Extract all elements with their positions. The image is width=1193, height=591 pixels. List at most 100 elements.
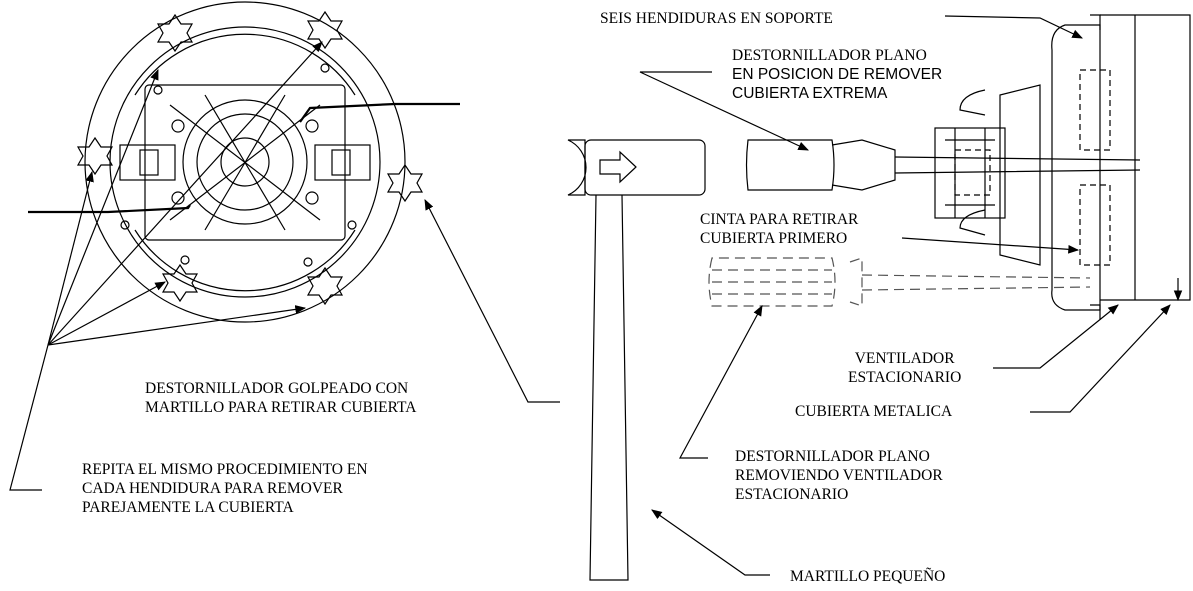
label-six-slots: SEIS HENDIDURAS EN SOPORTE [600, 9, 833, 28]
stationary-fan-hidden-bottom [1079, 184, 1111, 266]
screwdriver-shaft-bottom [861, 274, 1091, 291]
screwdriver-handle-top [745, 139, 835, 191]
label-screwdriver-struck-line1: DESTORNILLADOR GOLPEADO CON [145, 380, 409, 397]
brush-assembly [934, 127, 1006, 219]
screw-bottom-left [171, 191, 185, 205]
leader-small-hammer [651, 509, 770, 576]
screwdriver-handle-bottom [708, 257, 836, 307]
screwdriver-shaft-top [894, 156, 1141, 174]
hammer [567, 139, 706, 581]
hammer-head-round [567, 139, 587, 196]
commutator-ring [182, 99, 308, 225]
mount-hole-1 [153, 85, 163, 95]
label-small-hammer-text: MARTILLO PEQUEÑO [790, 568, 946, 585]
lead-wire-left [28, 204, 191, 214]
label-repeat-line2: CADA HENDIDURA PARA REMOVER [82, 480, 343, 497]
leader-stationary-fan [993, 304, 1119, 369]
ear-top [959, 89, 986, 116]
label-repeat-line3: PAREJAMENTE LA CUBIERTA [82, 499, 294, 516]
shaft-hole [220, 137, 270, 187]
motor-end-view [28, 1, 460, 323]
label-screwdriver-fan-line3: ESTACIONARIO [735, 486, 849, 503]
mount-hole-4 [347, 220, 357, 230]
label-stationary-fan: VENTILADOR ESTACIONARIO [848, 349, 961, 387]
label-flat-screwdriver-end-cover: DESTORNILLADOR PLANO EN POSICION DE REMO… [732, 46, 942, 103]
screwdriver-top [745, 139, 1141, 191]
label-tape-remove-cover: CINTA PARA RETIRAR CUBIERTA PRIMERO [700, 210, 858, 248]
label-flat-screwdriver-fan: DESTORNILLADOR PLANO REMOVIENDO VENTILAD… [735, 447, 943, 504]
end-cover-outer-circle [84, 1, 406, 323]
bracket-arc-bottom [134, 229, 356, 292]
label-flat-screwdriver-line2: EN POSICION DE REMOVER [732, 66, 943, 83]
hammer-head-body [584, 139, 706, 196]
label-stationary-fan-line2: ESTACIONARIO [848, 369, 962, 386]
label-flat-screwdriver-line1: DESTORNILLADOR PLANO [732, 47, 927, 64]
screw-top-left [171, 119, 185, 133]
label-flat-screwdriver-line3: CUBIERTA EXTREMA [732, 85, 888, 102]
mount-hole-5 [180, 255, 190, 265]
brush-holder-left [119, 144, 176, 181]
screw-top-right [305, 119, 319, 133]
motor-housing [1100, 14, 1191, 301]
leader-slot-5 [47, 281, 166, 346]
leader-struck-screwdriver [424, 199, 560, 403]
leader-six-slots [944, 15, 1083, 39]
label-six-slots-text: SEIS HENDIDURAS EN SOPORTE [600, 10, 833, 27]
label-screwdriver-struck-line2: MARTILLO PARA RETIRAR CUBIERTA [145, 399, 417, 416]
label-metal-cover: CUBIERTA METALICA [795, 402, 952, 421]
leader-metal-cover [1030, 304, 1171, 413]
stationary-fan-hidden-top [1079, 69, 1111, 151]
brush-holder-frame [144, 84, 346, 241]
motor-side-view [934, 14, 1191, 320]
brush-left [139, 149, 159, 176]
brush-right [331, 149, 351, 176]
mount-hole-2 [320, 63, 330, 73]
hammer-handle [589, 194, 629, 581]
slot-star-1 [156, 13, 194, 53]
winding-line-4 [169, 104, 321, 221]
lead-wire-right [299, 102, 460, 123]
brush-detail [945, 128, 995, 218]
label-screwdriver-struck: DESTORNILLADOR GOLPEADO CON MARTILLO PAR… [145, 379, 416, 417]
handle-grip-lines [712, 269, 832, 295]
leader-screwdriver-bottom [678, 305, 763, 459]
screw-bottom-right [305, 191, 319, 205]
slot-star-4 [386, 163, 424, 203]
screwdriver-ferrule-top [831, 139, 896, 191]
slot-star-5 [161, 263, 199, 303]
right-leaders [639, 15, 1183, 576]
label-tape-line2: CUBIERTA PRIMERO [700, 230, 848, 247]
cover-lip [1090, 14, 1101, 320]
hammer-arrow-mark [599, 150, 637, 184]
slot-star-3 [76, 136, 114, 176]
brush-holder-right [314, 144, 371, 181]
label-tape-line1: CINTA PARA RETIRAR [700, 211, 859, 228]
end-cover-profile [1051, 24, 1101, 311]
screwdriver-bottom-dashed [708, 257, 1091, 307]
leader-tape [901, 237, 1080, 254]
leader-slot-6 [47, 305, 307, 346]
label-repeat-line1: REPITA EL MISMO PROCEDIMIENTO EN [82, 461, 368, 478]
ear-bottom [959, 209, 986, 236]
label-metal-cover-text: CUBIERTA METALICA [795, 403, 953, 420]
label-screwdriver-fan-line2: REMOVIENDO VENTILADOR [735, 467, 943, 484]
bracket-body [999, 84, 1041, 266]
leader-repeat-procedure [9, 344, 49, 491]
slot-star-2 [306, 10, 344, 50]
screwdriver-ferrule-bottom [849, 257, 863, 307]
label-stationary-fan-line1: VENTILADOR [854, 350, 955, 367]
slot-star-6 [306, 266, 344, 306]
leader-slot-3 [47, 170, 94, 346]
bracket-arc-top [134, 33, 356, 96]
leader-screwdriver-top [639, 71, 809, 151]
leader-slot-2 [47, 41, 323, 346]
label-screwdriver-fan-line1: DESTORNILLADOR PLANO [735, 448, 930, 465]
mount-hole-3 [120, 220, 130, 230]
label-small-hammer: MARTILLO PEQUEÑO [790, 567, 945, 586]
leader-slot-1 [47, 68, 159, 346]
left-leaders [9, 41, 560, 491]
mount-hole-6 [303, 257, 313, 267]
label-repeat-procedure: REPITA EL MISMO PROCEDIMIENTO EN CADA HE… [82, 460, 368, 517]
